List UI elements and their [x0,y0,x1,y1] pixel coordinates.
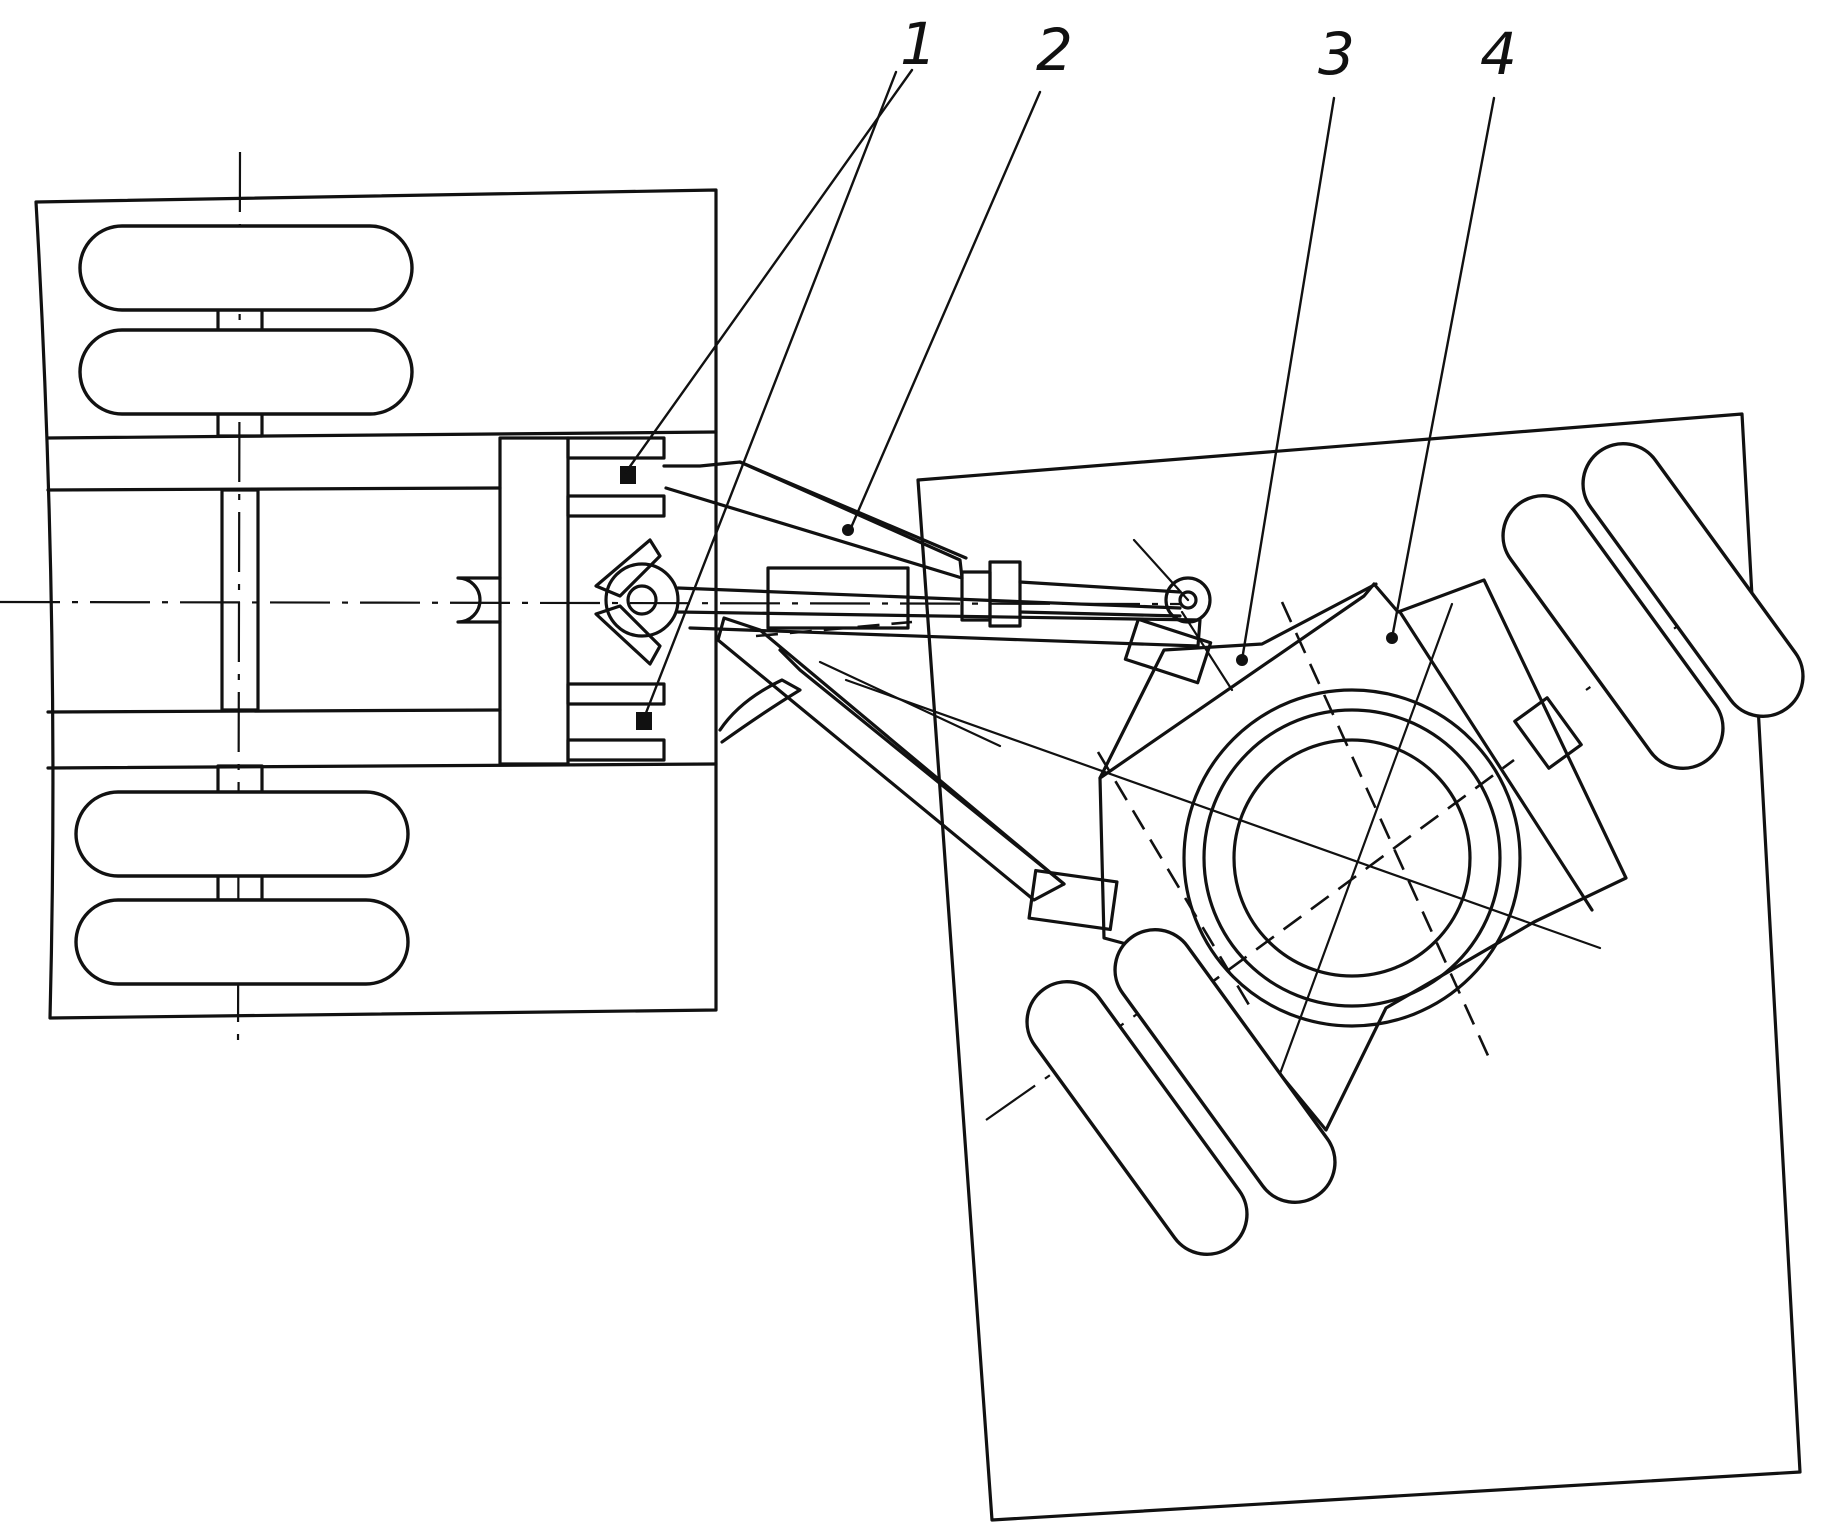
tractor-longitudinal-axis [0,600,1181,606]
coupling-linkage [0,460,1213,932]
linkage-end-block [1123,617,1213,685]
diagonal-drag-arm [716,616,1066,902]
central-hitch [594,538,680,666]
trailer-frame-outline [916,412,1802,1522]
turntable-axis-b [1173,758,1515,1012]
diagonal-drag-arm-edge [778,648,1066,886]
callout-2: 2 [1036,16,1073,84]
slewing-ring-middle [1202,708,1502,1008]
drawbar-slot [456,576,502,624]
rear-tire-lower-inner [74,790,410,878]
axle-housing [220,488,260,712]
slewing-ring-inner [1232,738,1472,978]
frame-rail-upper [46,430,718,440]
frame-rail-upper-inner [46,486,502,492]
trailer-tire-lower-inner [1113,928,1337,1204]
front-vehicle-frame-outline [34,188,718,1020]
turntable-axis-a [1280,601,1492,1061]
hitch-pin [626,584,658,616]
leader-1-lower-pin [642,70,898,720]
leader-2 [848,90,1042,532]
drag-arm-end-block [1027,868,1119,932]
rear-tire-upper-inner [78,328,414,416]
cylinder-rod-upper [1018,580,1182,594]
hitch-eye [604,562,680,638]
callout-4: 4 [1480,20,1517,88]
hitch-plate [498,436,570,766]
upper-link-edge [738,460,968,560]
turntable-axis-f [1180,610,1234,692]
pivot-guide [1132,538,1190,602]
trailer-tire-upper-inner [1501,494,1725,770]
pivot-bracket-lower [566,682,666,762]
callout-labels: 1 2 3 4 [900,10,1517,88]
cylinder-rod-flange [988,560,1022,628]
lower-link-bend [718,678,802,744]
drawbar-beam-top [676,586,1182,610]
frame-rail-lower [46,762,718,770]
leader-4 [1390,96,1496,640]
front-vehicle [34,151,718,1049]
frame-rail-lower-inner [46,708,502,714]
turntable-plate-edge [1098,582,1378,780]
callout-leaders [624,68,1496,720]
pivot-bracket-upper [566,436,666,518]
turntable-axis-e [1096,751,1254,1011]
trailer-tire-upper-outer [1581,442,1805,718]
leader-1-upper-pin [624,68,914,474]
slewing-ring-outer [1182,688,1522,1028]
leader-3 [1240,96,1336,662]
turntable-plate-side [1398,610,1594,912]
cylinder-rod-collar [960,570,992,622]
upper-link-arm [662,460,964,580]
cylinder-hidden-edge [755,620,913,638]
callout-3: 3 [1318,20,1355,88]
trailer-vehicle [844,412,1805,1522]
rear-tire-lower-outer [74,898,410,986]
rear-tire-upper-outer [78,224,414,312]
turntable-axis-c [1272,602,1454,1092]
callout-1: 1 [900,10,937,78]
trailer-hub-upper [1513,696,1583,770]
drag-arm-centerline [818,660,1002,748]
trailer-tire-lower-outer [1025,980,1249,1256]
turntable-axis-d [844,678,1602,950]
steering-cylinder [766,566,910,630]
cylinder-rod-lower [1018,610,1182,618]
drawbar-beam [676,610,1202,648]
trailer-pivot-pin [1178,590,1198,610]
